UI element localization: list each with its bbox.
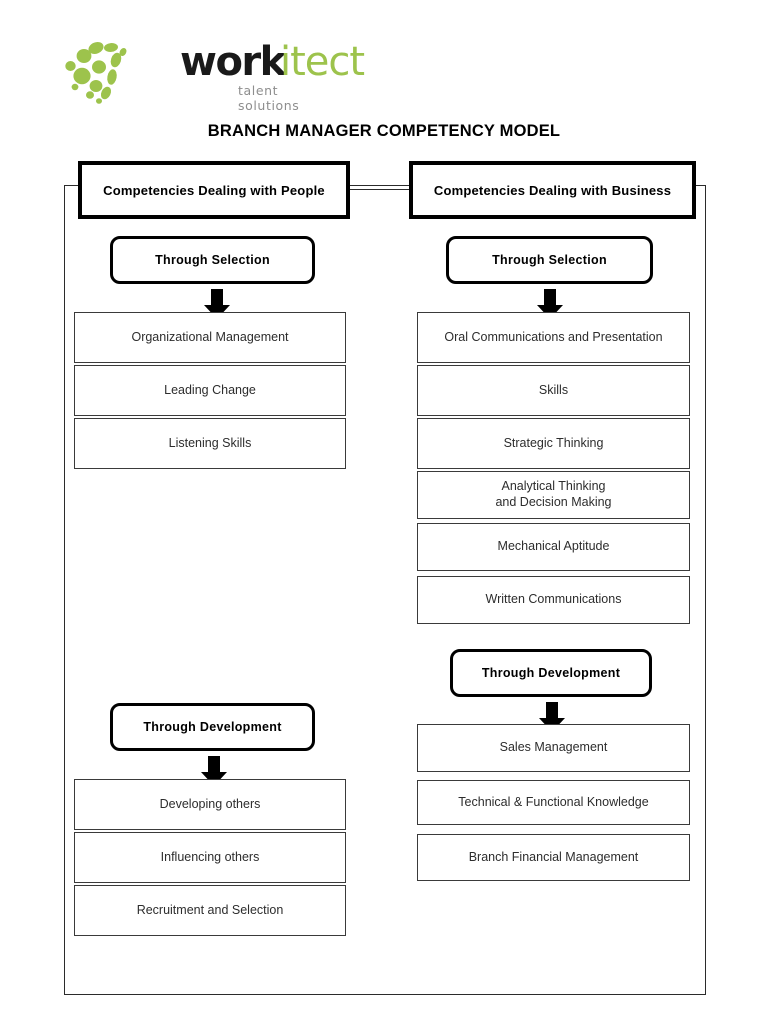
route-box-people-through-development: Through Development <box>110 703 315 751</box>
workitect-swirl-icon <box>65 42 127 104</box>
competency-box: Skills <box>417 365 690 416</box>
competency-box: Sales Management <box>417 724 690 772</box>
down-block-arrow-icon <box>537 289 563 319</box>
page-title: BRANCH MANAGER COMPETENCY MODEL <box>207 122 561 140</box>
route-box-business-through-selection: Through Selection <box>446 236 653 284</box>
down-block-arrow-icon <box>204 289 230 319</box>
competency-box: Developing others <box>74 779 346 830</box>
competency-box: Listening Skills <box>74 418 346 469</box>
competency-label: Strategic Thinking <box>503 435 604 450</box>
competency-box: Branch Financial Management <box>417 834 690 881</box>
competency-box: Influencing others <box>74 832 346 883</box>
workitect-wordmark: work itect talent solutions <box>122 39 365 113</box>
header-connector-line <box>350 189 409 190</box>
competency-box: Recruitment and Selection <box>74 885 346 936</box>
competency-label: Recruitment and Selection <box>136 902 284 917</box>
competency-label: Sales Management <box>499 740 608 755</box>
competency-label: Written Communications <box>485 592 622 607</box>
competency-box: Technical & Functional Knowledge <box>417 780 690 825</box>
competency-label: Technical & Functional Knowledge <box>458 794 649 809</box>
competency-box: Organizational Management <box>74 312 346 363</box>
competency-box: Mechanical Aptitude <box>417 523 690 571</box>
route-box-people-through-selection: Through Selection <box>110 236 315 284</box>
competency-box: Oral Communications and Presentation <box>417 312 690 363</box>
competency-label: Skills <box>538 382 569 397</box>
competency-label: Branch Financial Management <box>468 849 639 864</box>
logo-word-itect: itect <box>280 39 365 85</box>
category-header-people: Competencies Dealing with People <box>78 161 350 219</box>
competency-label: Oral Communications and Presentation <box>444 329 663 344</box>
competency-label: Leading Change <box>164 382 256 397</box>
competency-label: Listening Skills <box>168 435 252 450</box>
route-box-business-through-development: Through Development <box>450 649 652 697</box>
competency-box: Written Communications <box>417 576 690 624</box>
competency-label: Organizational Management <box>131 329 289 344</box>
competency-label: Developing others <box>159 796 261 811</box>
competency-label: Mechanical Aptitude <box>497 539 610 554</box>
competency-box: Strategic Thinking <box>417 418 690 469</box>
down-block-arrow-icon <box>201 756 227 786</box>
competency-box: Leading Change <box>74 365 346 416</box>
brand-logo: work itect talent solutions <box>62 33 365 113</box>
logo-tagline: talent solutions <box>238 83 300 113</box>
category-header-business: Competencies Dealing with Business <box>409 161 696 219</box>
diagram-outer-frame <box>64 185 706 995</box>
competency-label: Influencing others <box>160 849 260 864</box>
logo-word-work: work <box>180 39 286 85</box>
